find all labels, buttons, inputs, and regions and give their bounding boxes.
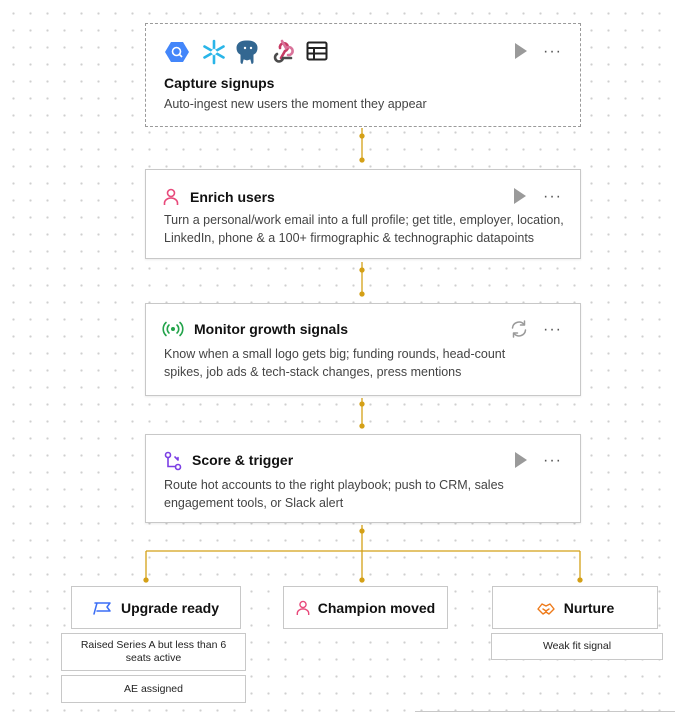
card-description: Auto-ingest new users the moment they ap… bbox=[164, 97, 427, 111]
branch-champion-moved[interactable]: Champion moved bbox=[283, 586, 448, 629]
branch-label: Champion moved bbox=[317, 599, 436, 616]
card-description-line-1: Route hot accounts to the right playbook… bbox=[164, 478, 504, 492]
branch-icon bbox=[164, 451, 182, 471]
more-options-button[interactable]: ··· bbox=[543, 452, 562, 469]
run-button[interactable] bbox=[514, 188, 526, 204]
upgrade-note-ae-assigned: AE assigned bbox=[61, 675, 246, 703]
table-icon bbox=[306, 41, 328, 61]
nurture-note-weak-fit: Weak fit signal bbox=[491, 633, 663, 660]
card-title: Enrich users bbox=[190, 189, 275, 205]
card-description-line-2: LinkedIn, phone & a 100+ firmographic & … bbox=[164, 231, 535, 245]
bigquery-icon bbox=[165, 42, 189, 62]
branch-label: Nurture bbox=[563, 599, 615, 616]
branch-nurture[interactable]: Nurture bbox=[492, 586, 658, 629]
signal-icon bbox=[162, 321, 184, 337]
card-description-line-1: Know when a small logo gets big; funding… bbox=[164, 347, 506, 361]
card-description-line-1: Turn a personal/work email into a full p… bbox=[164, 213, 564, 227]
postgres-icon bbox=[235, 39, 259, 65]
person-icon bbox=[296, 600, 310, 615]
flag-icon bbox=[93, 601, 111, 615]
person-icon bbox=[163, 188, 179, 205]
monitor-growth-card[interactable]: Monitor growth signals ··· Know when a s… bbox=[145, 303, 581, 396]
card-description-line-2: engagement tools, or Slack alert bbox=[164, 496, 344, 510]
run-button[interactable] bbox=[515, 43, 527, 59]
more-options-button[interactable]: ··· bbox=[543, 188, 562, 205]
card-title: Score & trigger bbox=[192, 452, 294, 468]
snowflake-icon bbox=[203, 39, 225, 65]
refresh-icon[interactable] bbox=[509, 319, 529, 339]
webhook-icon bbox=[273, 39, 294, 63]
capture-signups-card[interactable]: ··· Capture signups Auto-ingest new user… bbox=[145, 23, 581, 127]
run-button[interactable] bbox=[515, 452, 527, 468]
score-trigger-card[interactable]: Score & trigger ··· Route hot accounts t… bbox=[145, 434, 581, 523]
more-options-button[interactable]: ··· bbox=[543, 43, 562, 60]
handshake-icon bbox=[537, 602, 555, 615]
upgrade-note-series-a: Raised Series A but less than 6 seats ac… bbox=[61, 633, 246, 671]
card-title: Capture signups bbox=[164, 75, 275, 91]
branch-upgrade-ready[interactable]: Upgrade ready bbox=[71, 586, 241, 629]
enrich-users-card[interactable]: Enrich users ··· Turn a personal/work em… bbox=[145, 169, 581, 259]
card-description-line-2: spikes, job ads & tech-stack changes, pr… bbox=[164, 365, 462, 379]
more-options-button[interactable]: ··· bbox=[543, 321, 562, 338]
card-title: Monitor growth signals bbox=[194, 321, 348, 337]
divider-line bbox=[415, 711, 675, 712]
branch-label: Upgrade ready bbox=[120, 599, 220, 616]
